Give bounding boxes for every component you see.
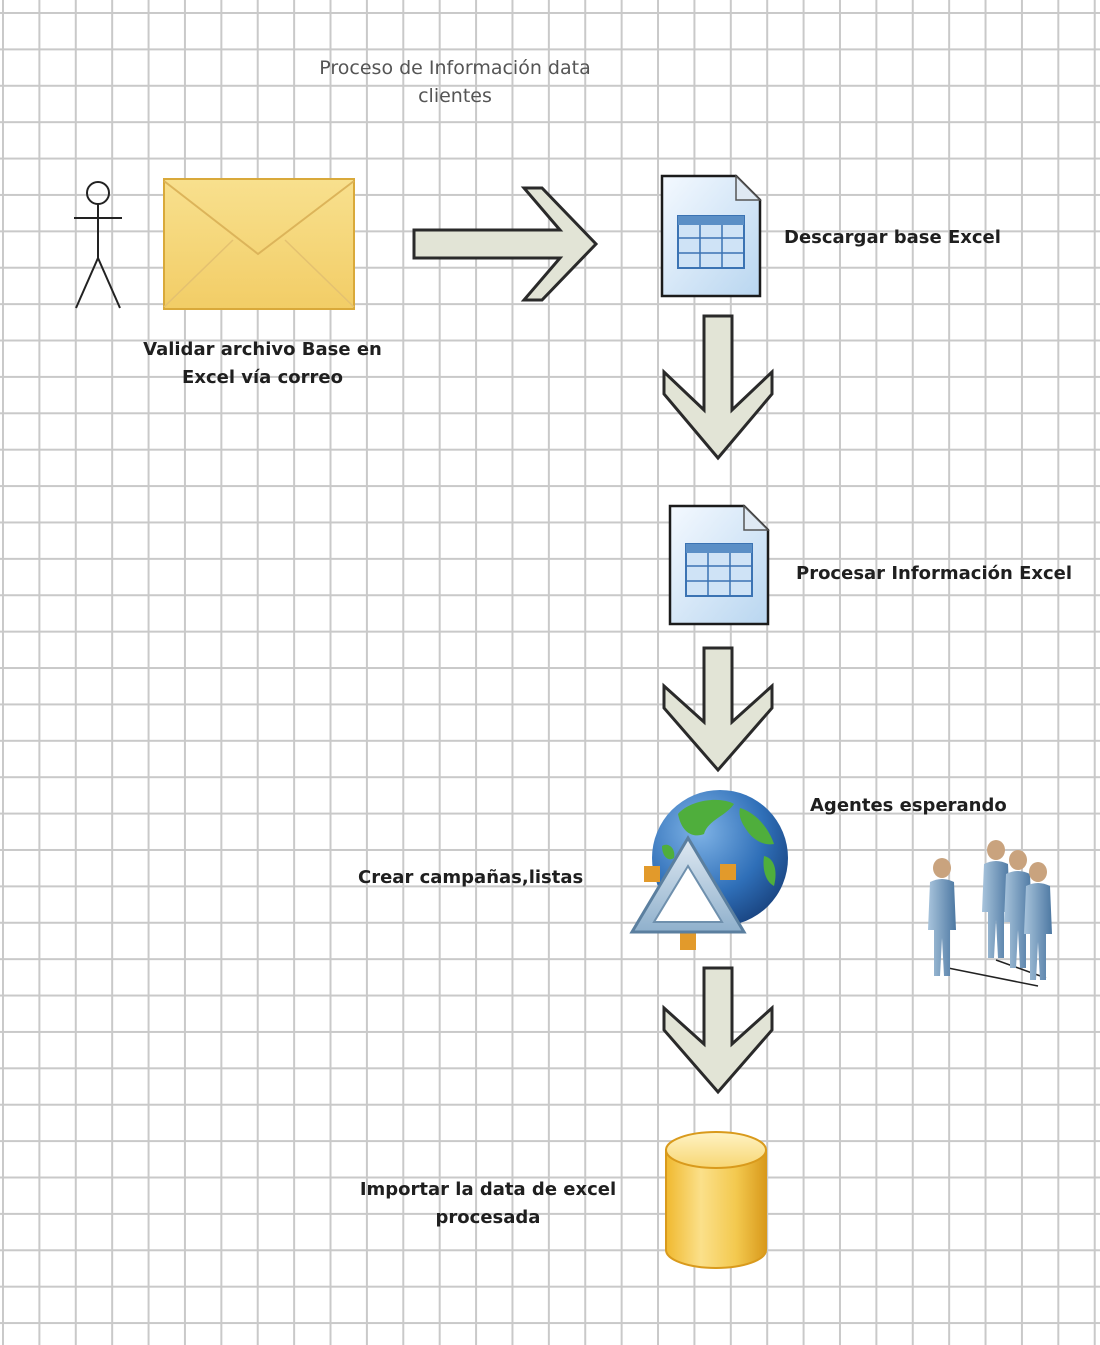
label-agentes: Agentes esperando	[810, 795, 1007, 816]
diagram-title: Proceso de Información data clientes	[290, 54, 620, 110]
label-importar: Importar la data de excel procesada	[352, 1176, 624, 1232]
label-importar-line-2: procesada	[435, 1207, 541, 1228]
arrow-down-icon	[662, 314, 774, 461]
arrow-down-icon	[662, 966, 774, 1095]
people-group-icon	[928, 840, 1052, 987]
globe-icon	[629, 790, 788, 950]
stick-figure-icon	[74, 181, 122, 309]
title-line-1: Proceso de Información data	[319, 57, 591, 79]
label-importar-line-1: Importar la data de excel	[359, 1179, 617, 1200]
title-line-2: clientes	[418, 85, 492, 107]
arrow-down-icon	[662, 646, 774, 773]
arrow-right-icon	[412, 186, 599, 302]
database-cylinder-icon	[665, 1131, 767, 1269]
envelope-icon	[163, 178, 355, 310]
label-validar-line-2: Excel vía correo	[182, 367, 343, 388]
spreadsheet-icon	[660, 174, 762, 298]
label-crear: Crear campañas,listas	[358, 867, 584, 888]
label-procesar: Procesar Información Excel	[796, 563, 1073, 584]
label-validar-line-1: Validar archivo Base en	[143, 339, 382, 360]
label-descargar: Descargar base Excel	[784, 227, 1001, 248]
label-validar: Validar archivo Base en Excel vía correo	[130, 336, 395, 392]
spreadsheet-icon	[668, 504, 770, 626]
